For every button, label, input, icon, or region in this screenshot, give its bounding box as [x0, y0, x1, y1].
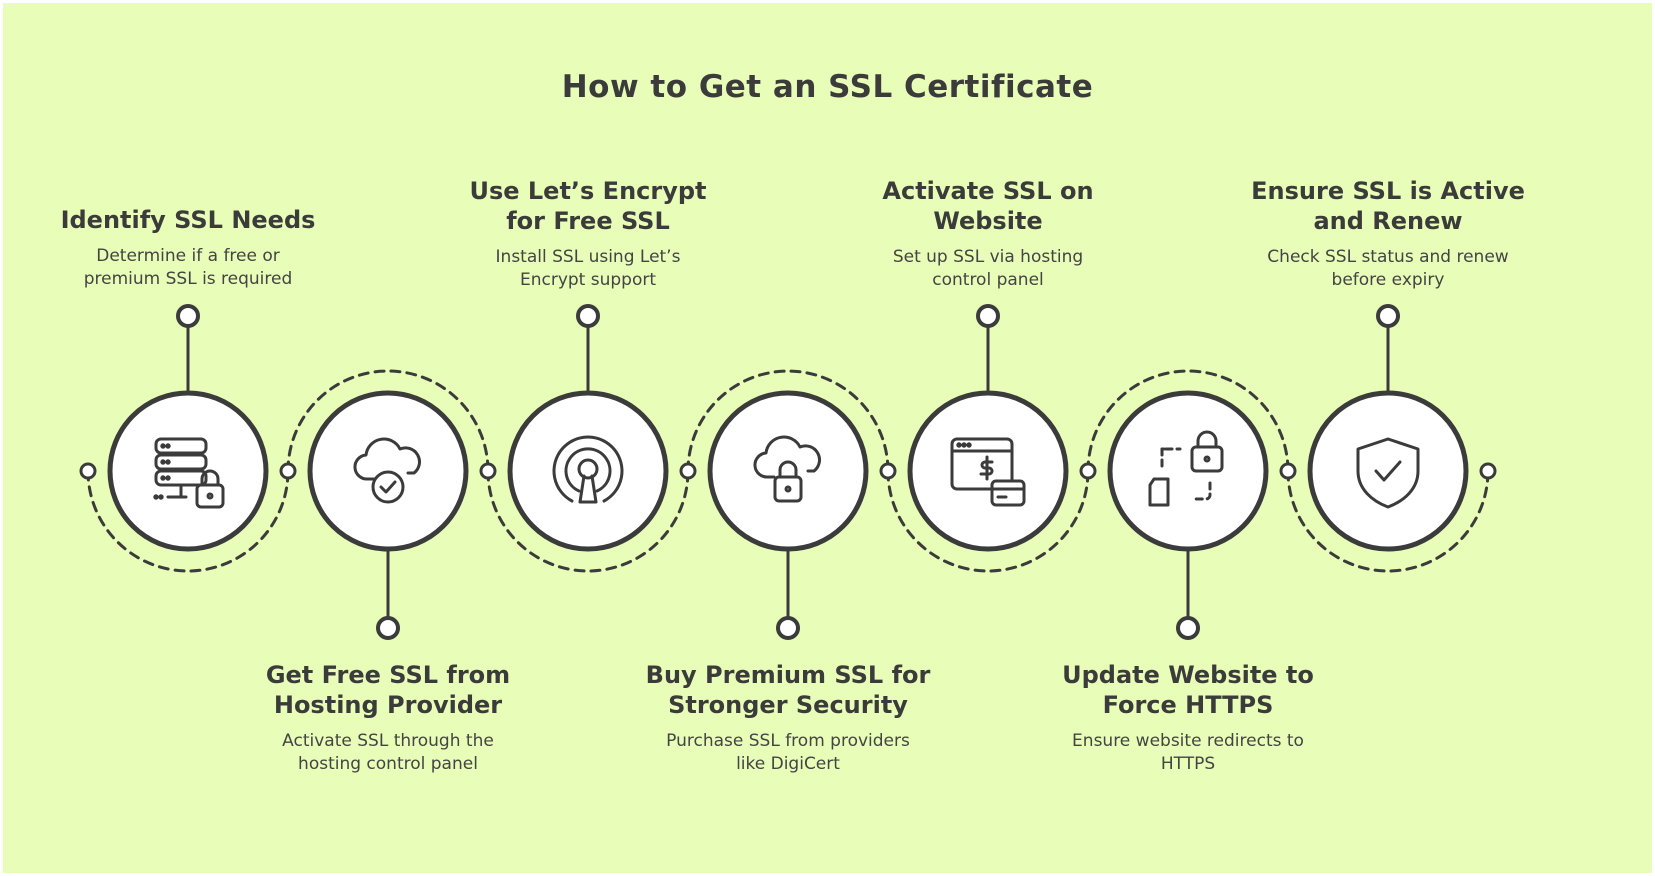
dashed-arc [686, 369, 890, 473]
step-5-title: Activate SSL on Website [882, 177, 1094, 235]
timeline-node [79, 462, 97, 480]
shield-check-icon [1356, 437, 1420, 509]
step-3-description: Install SSL using Let’s Encrypt support [495, 247, 681, 290]
file-lock-transfer-icon [1148, 430, 1224, 507]
connector-node [176, 304, 200, 328]
step-6-description: Ensure website redirects to HTTPS [1072, 731, 1304, 774]
connector-node [776, 616, 800, 640]
step-2-description: Activate SSL through the hosting control… [282, 731, 494, 774]
step-circle-7 [1307, 390, 1469, 552]
connector-node [576, 304, 600, 328]
connector-node [1176, 616, 1200, 640]
step-3-text: Use Let’s Encrypt for Free SSL Install S… [438, 176, 738, 292]
step-3-title: Use Let’s Encrypt for Free SSL [469, 177, 707, 235]
cloud-check-icon [353, 437, 421, 504]
step-2-text: Get Free SSL from Hosting Provider Activ… [238, 660, 538, 776]
step-7-title: Ensure SSL is Active and Renew [1251, 177, 1525, 235]
step-5-description: Set up SSL via hosting control panel [892, 247, 1084, 290]
dashed-arc [486, 469, 690, 573]
step-1-description: Determine if a free or premium SSL is re… [83, 246, 293, 289]
step-circle-3 [507, 390, 669, 552]
step-2-title: Get Free SSL from Hosting Provider [265, 661, 511, 719]
server-lock-icon [153, 437, 225, 509]
connector-node [376, 616, 400, 640]
step-4-text: Buy Premium SSL for Stronger Security Pu… [638, 660, 938, 776]
step-6-text: Update Website to Force HTTPS Ensure web… [1038, 660, 1338, 776]
step-7-description: Check SSL status and renew before expiry [1267, 247, 1509, 290]
step-circle-4 [707, 390, 869, 552]
step-7-text: Ensure SSL is Active and Renew Check SSL… [1238, 176, 1538, 292]
keyhole-icon [552, 435, 624, 504]
timeline-node [1079, 462, 1097, 480]
timeline-node [479, 462, 497, 480]
step-circle-6 [1107, 390, 1269, 552]
dashed-arc [886, 469, 1090, 573]
process-timeline [79, 304, 1497, 640]
step-5-text: Activate SSL on Website Set up SSL via h… [838, 176, 1138, 292]
browser-payment-icon [950, 437, 1026, 507]
timeline-node [679, 462, 697, 480]
step-6-title: Update Website to Force HTTPS [1062, 661, 1314, 719]
timeline-node [1479, 462, 1497, 480]
dashed-arc [86, 469, 290, 573]
step-1-title: Identify SSL Needs [60, 206, 316, 234]
connector-node [976, 304, 1000, 328]
dashed-arc [286, 369, 490, 473]
timeline-node [879, 462, 897, 480]
timeline-node [1279, 462, 1297, 480]
timeline-node [279, 462, 297, 480]
diagram-canvas: How to Get an SSL Certificate [3, 3, 1652, 873]
dashed-arc [1286, 469, 1490, 573]
connector-node [1376, 304, 1400, 328]
step-4-title: Buy Premium SSL for Stronger Security [645, 661, 931, 719]
cloud-lock-icon [753, 435, 821, 503]
dashed-arc [1086, 369, 1290, 473]
step-4-description: Purchase SSL from providers like DigiCer… [666, 731, 910, 774]
diagram-title: How to Get an SSL Certificate [561, 69, 1094, 105]
step-1-text: Identify SSL Needs Determine if a free o… [38, 205, 338, 291]
